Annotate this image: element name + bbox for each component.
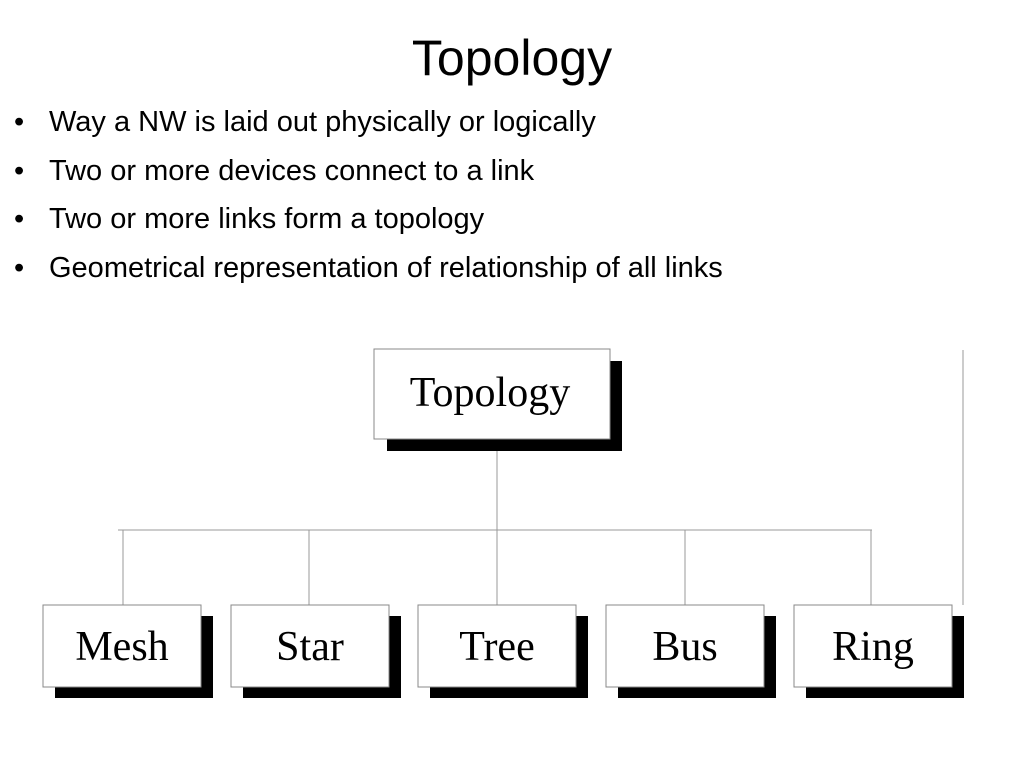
child-node-label: Ring <box>832 624 914 670</box>
child-node-label: Tree <box>459 624 534 670</box>
node-box <box>230 604 390 688</box>
node-box <box>605 604 765 688</box>
node-box <box>417 604 577 688</box>
child-node-tree: Tree <box>417 604 588 698</box>
root-node: Topology <box>373 348 622 451</box>
child-node-mesh: Mesh <box>42 604 213 698</box>
child-node-label: Star <box>276 624 344 670</box>
connector-lines <box>118 350 964 605</box>
child-node-bus: Bus <box>605 604 776 698</box>
bullet-text: Geometrical representation of relationsh… <box>49 251 723 284</box>
node-box <box>373 348 611 440</box>
root-node-label: Topology <box>410 370 570 416</box>
node-box <box>793 604 953 688</box>
slide-title: Topology <box>411 30 613 86</box>
bullet-dot: • <box>14 251 25 284</box>
node-box <box>42 604 202 688</box>
bullet-dot: • <box>14 154 25 187</box>
child-node-star: Star <box>230 604 401 698</box>
bullet-dot: • <box>14 106 25 138</box>
child-node-ring: Ring <box>793 604 964 698</box>
child-node-label: Mesh <box>75 624 168 670</box>
bullet-text: Way a NW is laid out physically or logic… <box>49 106 596 138</box>
bullet-text: Two or more devices connect to a link <box>49 154 535 187</box>
bullet-text: Two or more links form a topology <box>49 203 485 235</box>
bullet-dot: • <box>14 203 25 235</box>
child-node-label: Bus <box>652 624 717 670</box>
